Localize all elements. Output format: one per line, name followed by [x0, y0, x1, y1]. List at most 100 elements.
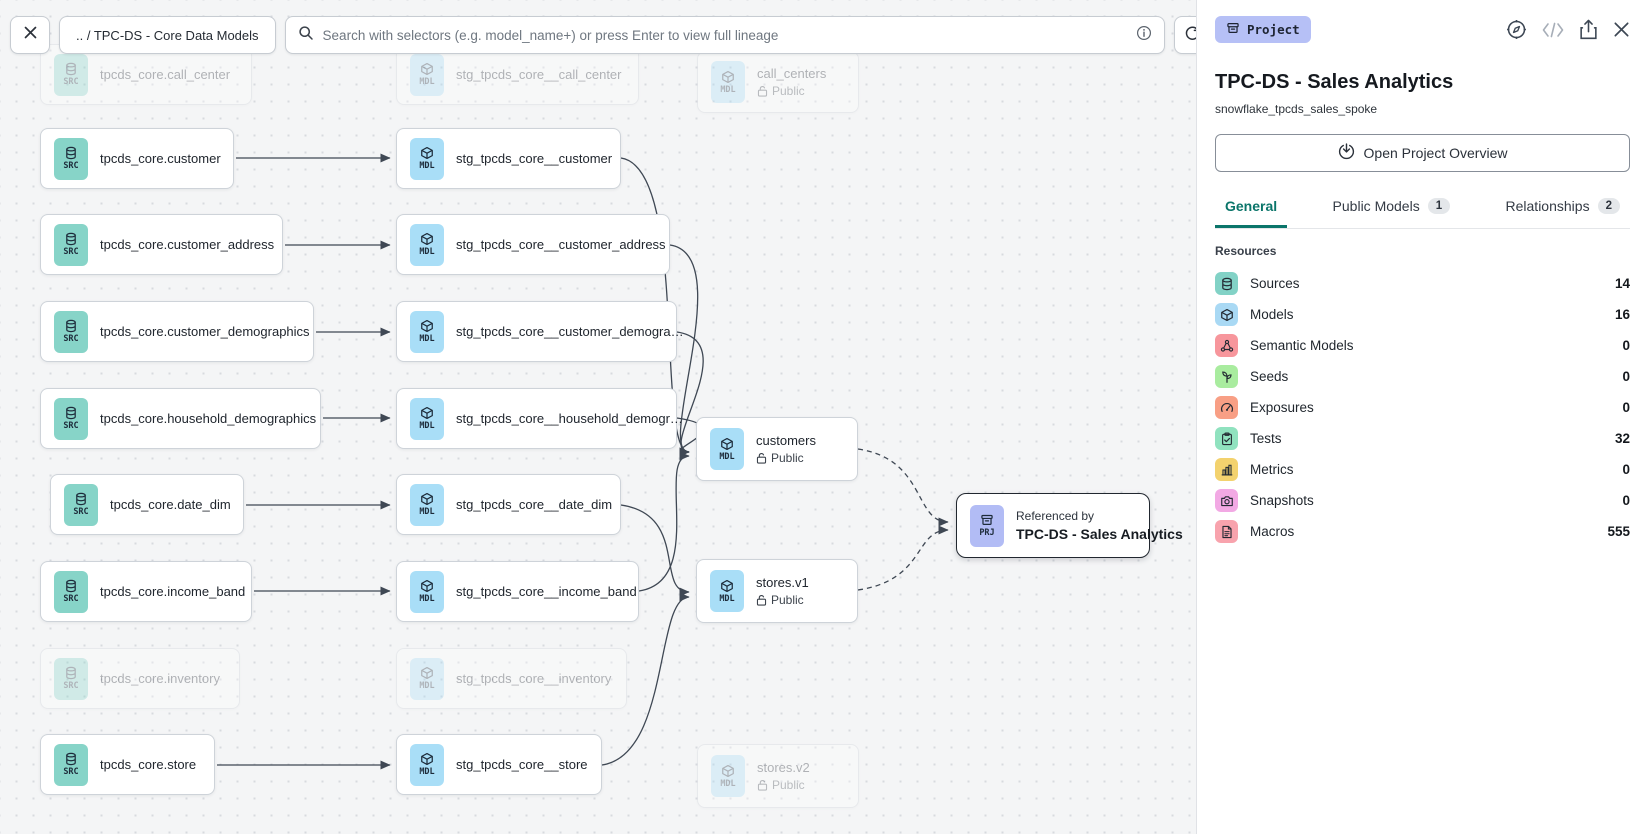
node-label: tpcds_core.income_band [100, 584, 246, 599]
seed-icon [1215, 365, 1238, 388]
node-type-chip: SRC [64, 483, 98, 526]
node-label: tpcds_core.household_demographics [100, 411, 317, 426]
resource-label: Models [1250, 307, 1294, 322]
node-type-chip: MDL [710, 570, 744, 612]
resource-label: Semantic Models [1250, 338, 1354, 353]
refresh-lineage-button[interactable] [1173, 16, 1196, 54]
tab-relationships[interactable]: Relationships 2 [1496, 190, 1630, 228]
node-label: stg_tpcds_core__customer_demogra… [456, 324, 684, 339]
tab-badge: 1 [1427, 198, 1451, 214]
project-subtitle: snowflake_tpcds_sales_spoke [1215, 102, 1378, 116]
resource-count: 0 [1622, 400, 1630, 415]
cube-icon [420, 579, 434, 593]
node-type-chip: MDL [410, 137, 444, 180]
lineage-node-src_hh_demo[interactable]: SRC tpcds_core.household_demographics [40, 388, 321, 449]
cube-icon [420, 492, 434, 506]
database-icon [64, 406, 78, 420]
cube-icon [1215, 303, 1238, 326]
search-input[interactable] [322, 27, 1127, 43]
share-button[interactable] [1579, 19, 1598, 40]
resource-row-exposures: Exposures 0 [1215, 392, 1630, 423]
resource-label: Tests [1250, 431, 1282, 446]
open-project-overview-button[interactable]: Open Project Overview [1215, 134, 1630, 172]
database-icon [64, 319, 78, 333]
breadcrumb[interactable]: .. / TPC-DS - Core Data Models [59, 16, 276, 54]
cube-icon [721, 70, 735, 84]
lineage-node-src_store[interactable]: SRC tpcds_core.store [40, 734, 215, 795]
resource-count: 0 [1622, 462, 1630, 477]
cube-icon [420, 232, 434, 246]
node-label: stg_tpcds_core__store [456, 757, 588, 772]
unlock-icon [756, 452, 767, 464]
lineage-edge [638, 451, 690, 592]
database-icon [64, 232, 78, 246]
gauge-icon [1215, 396, 1238, 419]
resource-label: Exposures [1250, 400, 1314, 415]
node-type-chip: SRC [54, 657, 88, 700]
node-label: stg_tpcds_core__customer_address [456, 237, 666, 252]
node-access: Public [756, 593, 809, 607]
canvas-toolbar: .. / TPC-DS - Core Data Models [10, 16, 1196, 54]
node-access: Public [757, 778, 810, 792]
resource-label: Seeds [1250, 369, 1289, 384]
node-label: tpcds_core.date_dim [110, 497, 231, 512]
overview-icon [1338, 143, 1355, 163]
search-bar[interactable] [284, 16, 1165, 54]
lineage-node-src_date_dim[interactable]: SRC tpcds_core.date_dim [50, 474, 244, 535]
unlock-icon [757, 85, 768, 97]
node-type-chip: PRJ [970, 504, 1004, 547]
explore-compass-button[interactable] [1506, 19, 1527, 40]
search-icon [298, 25, 314, 46]
tab-general[interactable]: General [1215, 190, 1288, 228]
close-lineage-button[interactable] [10, 16, 50, 54]
database-icon [64, 666, 78, 680]
node-type-chip: SRC [54, 743, 88, 786]
node-subtitle: Referenced by [1016, 509, 1095, 523]
panel-tabs: General Public Models 1 Relationships 2 [1215, 190, 1630, 229]
node-label: call_centers [757, 66, 827, 81]
node-type-chip: MDL [710, 428, 744, 470]
node-label: stg_tpcds_core__date_dim [456, 497, 613, 512]
node-label: tpcds_core.store [100, 757, 197, 772]
tab-public-models[interactable]: Public Models 1 [1323, 190, 1461, 228]
camera-icon [1215, 489, 1238, 512]
node-type-chip: SRC [54, 397, 88, 440]
info-icon[interactable] [1136, 25, 1152, 46]
cube-icon [720, 437, 734, 451]
node-label: stg_tpcds_core__inventory [456, 671, 612, 686]
cube-icon [720, 579, 734, 593]
cube-icon [420, 666, 434, 680]
code-view-button[interactable] [1542, 22, 1564, 38]
node-type-chip: SRC [54, 310, 88, 353]
lineage-edge [601, 592, 690, 766]
resource-count: 0 [1622, 369, 1630, 384]
close-panel-button[interactable] [1613, 21, 1630, 38]
lineage-edge [620, 504, 690, 597]
